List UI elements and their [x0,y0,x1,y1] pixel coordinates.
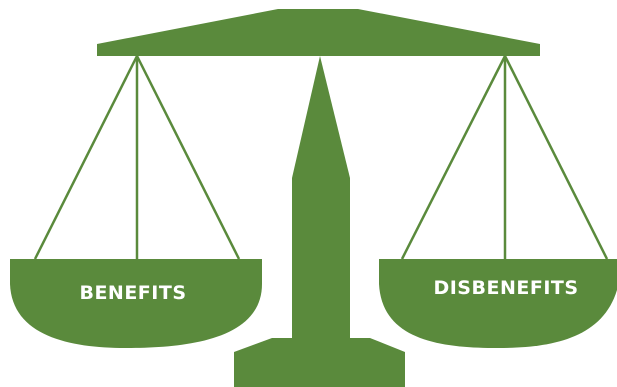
benefits-label: BENEFITS [79,282,186,304]
scale-base [234,338,405,387]
right-pan [379,259,617,348]
left-pan-strings [33,55,241,260]
scale-post [292,56,350,342]
right-pan-strings [400,55,609,260]
disbenefits-label: DISBENEFITS [433,277,578,299]
scale-beam [97,9,540,56]
left-pan [10,259,262,348]
